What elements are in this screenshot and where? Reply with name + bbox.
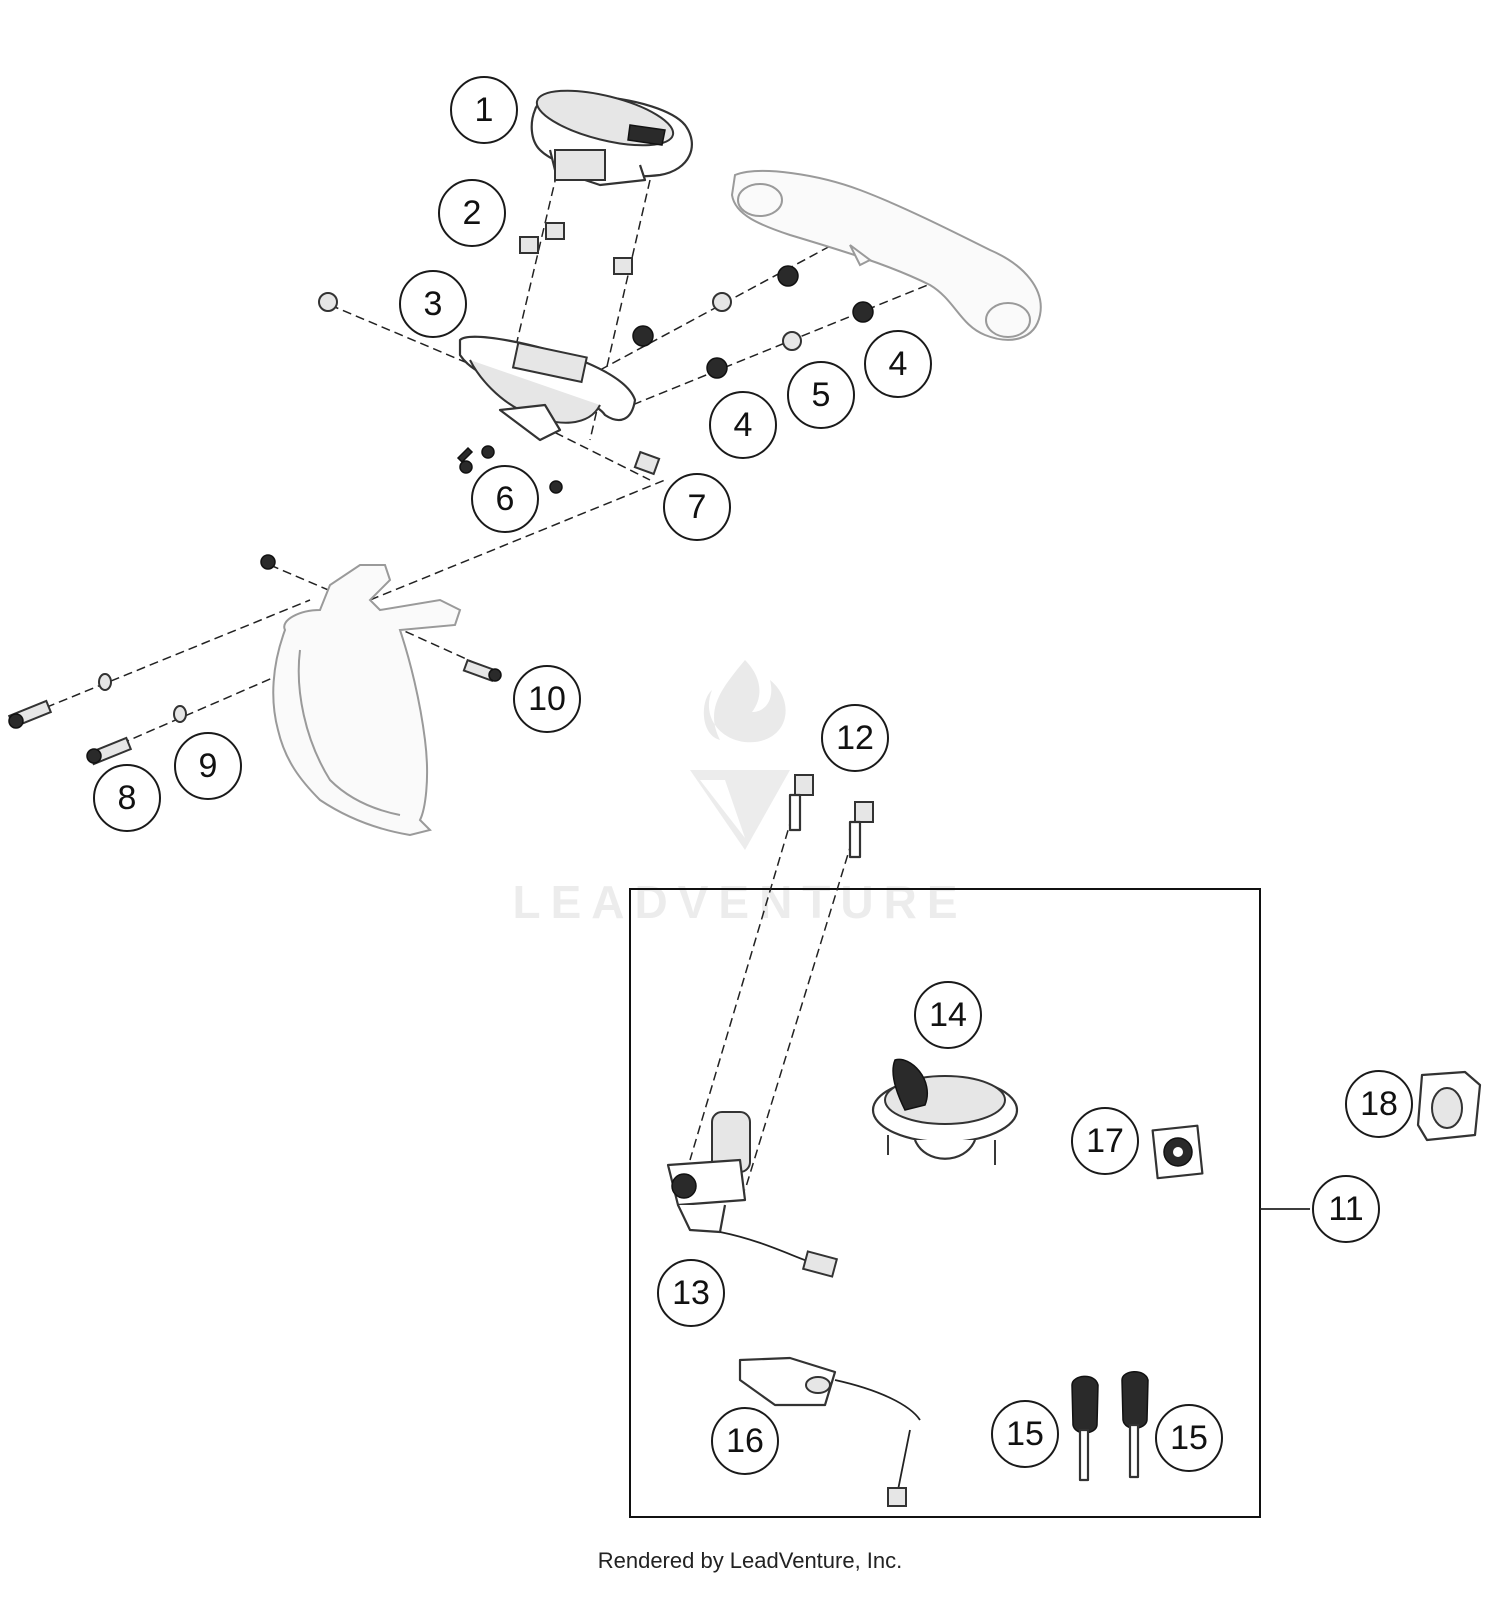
ignition-pins [788, 774, 874, 859]
callout-18: 18 [1345, 1070, 1413, 1138]
svg-text:15: 15 [1006, 1415, 1044, 1453]
callout-6: 6 [471, 465, 539, 533]
svg-text:13: 13 [672, 1274, 710, 1312]
svg-text:4: 4 [889, 345, 908, 383]
callout-15a: 15 [991, 1400, 1059, 1468]
callout-5: 5 [787, 361, 855, 429]
cluster-holder [458, 335, 637, 442]
tank-cap [871, 1058, 1019, 1165]
headlight-bracket [272, 564, 462, 837]
callout-13: 13 [657, 1259, 725, 1327]
callout-2: 2 [438, 179, 506, 247]
watermark-v-mark [690, 770, 790, 850]
watermark-text: LEADVENTURE [512, 876, 967, 928]
svg-text:10: 10 [528, 680, 566, 718]
callout-12: 12 [821, 704, 889, 772]
svg-text:5: 5 [812, 376, 831, 414]
callout-15b: 15 [1155, 1404, 1223, 1472]
seat-lock [1151, 1124, 1204, 1180]
svg-text:11: 11 [1328, 1190, 1363, 1228]
kit-box [629, 888, 1261, 1518]
svg-text:14: 14 [929, 996, 967, 1034]
callout-4a: 4 [864, 330, 932, 398]
watermark-flame-icon [703, 660, 786, 743]
callout-8: 8 [93, 764, 161, 832]
svg-text:18: 18 [1360, 1085, 1398, 1123]
lock-cover [1416, 1070, 1482, 1142]
keys [1071, 1371, 1149, 1482]
svg-text:12: 12 [836, 719, 874, 757]
svg-text:16: 16 [726, 1422, 764, 1460]
svg-text:9: 9 [199, 747, 218, 785]
callout-9: 9 [174, 732, 242, 800]
svg-text:6: 6 [496, 480, 515, 518]
callout-3: 3 [399, 270, 467, 338]
ignition-lock [666, 1111, 839, 1278]
callout-1: 1 [450, 76, 518, 144]
svg-text:8: 8 [118, 779, 137, 817]
svg-text:1: 1 [475, 91, 494, 129]
rubber-grommets [519, 222, 633, 275]
watermark: LEADVENTURE [512, 660, 967, 928]
triple-clamp [730, 170, 1042, 341]
small-screws [456, 445, 563, 494]
callout-14: 14 [914, 981, 982, 1049]
svg-text:3: 3 [424, 285, 443, 323]
instrument-cluster [530, 89, 693, 187]
callout-10: 10 [513, 665, 581, 733]
svg-text:17: 17 [1086, 1122, 1124, 1160]
bolt-7 [318, 292, 661, 476]
mounting-bolts [7, 554, 502, 766]
callout-7: 7 [663, 473, 731, 541]
callout-17: 17 [1071, 1107, 1139, 1175]
immobilizer-antenna [738, 1356, 921, 1507]
svg-text:7: 7 [688, 488, 707, 526]
svg-text:4: 4 [734, 406, 753, 444]
nuts-and-spacers [632, 265, 874, 379]
svg-text:2: 2 [463, 194, 482, 232]
callout-16: 16 [711, 1407, 779, 1475]
callout-11: 11 [1312, 1175, 1380, 1243]
callout-4b: 4 [709, 391, 777, 459]
render-credit: Rendered by LeadVenture, Inc. [597, 1548, 903, 1573]
svg-text:15: 15 [1170, 1419, 1208, 1457]
